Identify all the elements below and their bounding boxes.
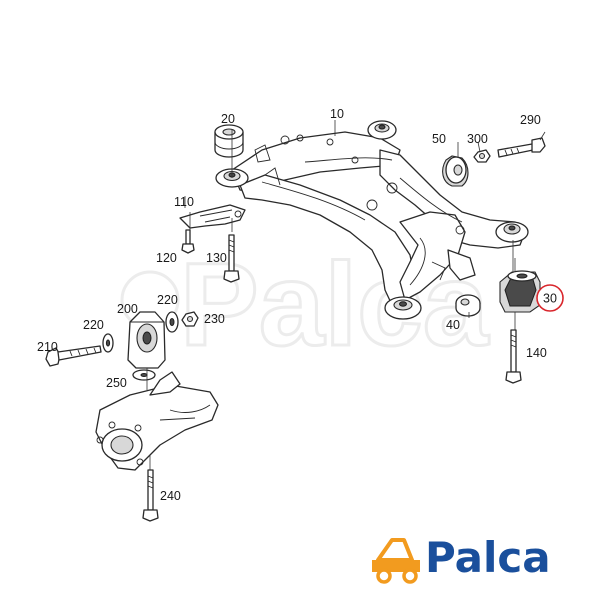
washer-part-220-left[interactable] bbox=[102, 333, 114, 353]
callout-50[interactable]: 50 bbox=[432, 132, 446, 146]
callout-120[interactable]: 120 bbox=[156, 251, 177, 265]
bushing-part-50[interactable] bbox=[442, 155, 469, 187]
callout-220-right[interactable]: 220 bbox=[157, 293, 178, 307]
callout-200[interactable]: 200 bbox=[117, 302, 138, 316]
callout-230[interactable]: 230 bbox=[204, 312, 225, 326]
car-icon bbox=[372, 538, 420, 584]
washer-part-250[interactable] bbox=[132, 369, 156, 381]
highlight-circle bbox=[536, 284, 564, 312]
mount-part-200[interactable] bbox=[127, 311, 166, 369]
callout-40[interactable]: 40 bbox=[446, 318, 460, 332]
callout-30-highlight[interactable]: 30 bbox=[536, 284, 564, 312]
callout-210[interactable]: 210 bbox=[37, 340, 58, 354]
callout-290[interactable]: 290 bbox=[520, 113, 541, 127]
callout-220-left[interactable]: 220 bbox=[83, 318, 104, 332]
bolt-part-290[interactable] bbox=[497, 137, 546, 158]
callout-140[interactable]: 140 bbox=[526, 346, 547, 360]
callout-250[interactable]: 250 bbox=[106, 376, 127, 390]
callout-130[interactable]: 130 bbox=[206, 251, 227, 265]
bolt-part-120[interactable] bbox=[181, 229, 195, 254]
differential-housing bbox=[95, 371, 219, 471]
palca-logo: Palca bbox=[372, 533, 551, 584]
nut-part-300[interactable] bbox=[473, 149, 491, 163]
bushing-part-40[interactable] bbox=[455, 294, 481, 317]
bracket-part-110[interactable] bbox=[179, 204, 246, 229]
bolt-part-240[interactable] bbox=[142, 469, 159, 522]
leader-lines bbox=[146, 120, 546, 470]
bushing-part-30[interactable] bbox=[499, 270, 541, 313]
bolt-part-140[interactable] bbox=[505, 329, 522, 384]
callout-300[interactable]: 300 bbox=[467, 132, 488, 146]
logo-text: Palca bbox=[425, 533, 551, 582]
nut-part-230[interactable] bbox=[181, 311, 199, 327]
callout-30[interactable]: 30 bbox=[543, 292, 557, 306]
bolt-part-130[interactable] bbox=[223, 234, 240, 283]
callout-labels: 10 20 40 50 110 120 130 140 200 210 220 … bbox=[37, 107, 564, 503]
subframe-part-10[interactable] bbox=[231, 131, 526, 306]
callout-240[interactable]: 240 bbox=[160, 489, 181, 503]
callout-10[interactable]: 10 bbox=[330, 107, 344, 121]
callout-110[interactable]: 110 bbox=[174, 195, 194, 209]
subframe-mount-left-front[interactable] bbox=[384, 296, 422, 320]
washer-part-220-right[interactable] bbox=[165, 311, 179, 333]
subframe-mount-right-front[interactable] bbox=[495, 221, 529, 243]
bushing-part-20[interactable] bbox=[214, 124, 244, 158]
subframe-mount-right-rear[interactable] bbox=[367, 120, 397, 140]
bolt-part-210[interactable] bbox=[45, 345, 102, 367]
callout-20[interactable]: 20 bbox=[221, 112, 235, 126]
